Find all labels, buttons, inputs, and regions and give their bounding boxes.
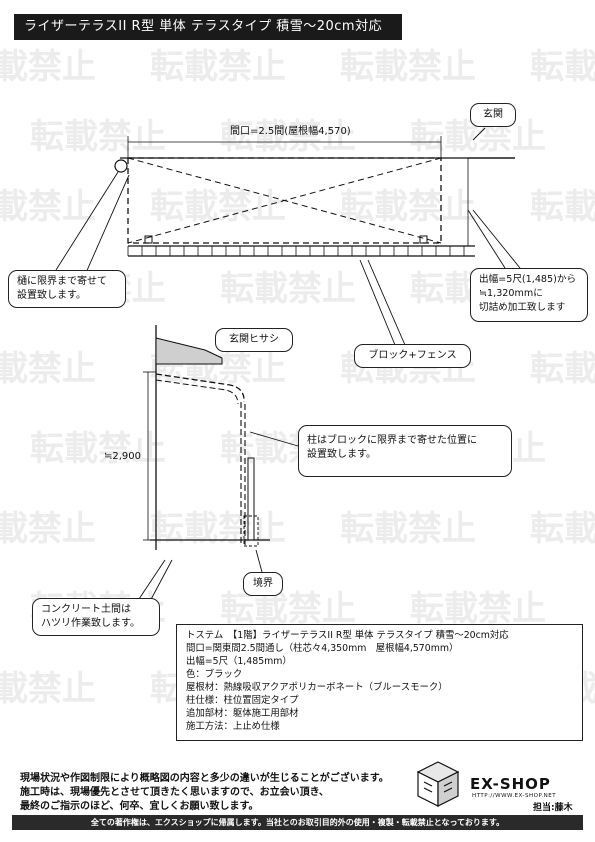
gutter-note-line-2: 設置致します。 [17,290,86,301]
block-joints [127,246,465,256]
ex-shop-logo-icon [416,761,460,807]
person-in-charge: 担当:藤木 [533,803,573,813]
watermark-text: 転載禁止 [220,269,356,309]
gutter-symbol [114,159,128,173]
gutter-note-line-1: 樋に限界まで寄せて [17,276,107,287]
page-title: ライザーテラスII R型 単体 テラスタイプ 積雪〜20cm対応 [14,14,402,40]
watermark-text: 転載禁止 [530,509,595,549]
post-footing [243,515,259,547]
watermark-text: 転載禁止 [530,349,595,389]
spec-line-method: 施工方法：上止め仕様 [186,721,280,732]
watermark-text: 転載禁止 [340,509,476,549]
canopy-callout: 玄関ヒサシ [215,328,293,352]
post-right-plan [419,235,428,244]
watermark-text: 転載禁止 [340,187,476,227]
spec-line-roof-material: 屋根材：熱線吸収アクアポリカーボネート（ブルースモーク） [186,682,448,693]
height-dimension-label: ≒2,900 [104,451,142,462]
section-view [143,325,270,550]
spec-box: トステム 【1階】ライザーテラスII R型 単体 テラスタイプ 積雪〜20cm対… [176,624,583,741]
spec-line-product: トステム 【1階】ライザーテラスII R型 単体 テラスタイプ 積雪〜20cm対… [186,630,509,641]
watermark-text: 転載禁止 [150,47,286,87]
projection-note-line-1: 出幅=5尺(1,485)から [479,274,577,285]
copyright-footer: 全ての著作権は、エクスショップに帰属します。当社とのお取引目的外の使用・複製・転… [12,815,583,830]
roof-outline [127,157,442,244]
roof-section [155,373,245,403]
spec-line-width: 間口=関東間2.5間通し（柱芯々4,350mm 屋根幅4,570mm） [186,643,459,654]
boundary-callout: 境界 [243,572,283,596]
watermark-text: 転載禁止 [30,429,166,469]
boundary-label: 境界 [253,578,273,589]
entrance-label: 玄関 [483,109,503,120]
concrete-note-line-2: ハツリ作業致します。 [41,618,140,629]
canopy-label: 玄関ヒサシ [229,334,279,345]
watermark-text: 転載禁止 [0,187,96,227]
note-line-3: 最終のご指示のほど、何卒、宜しくお願い致します。 [20,801,259,812]
gutter-callout: 樋に限界まで寄せて 設置致します。 [8,270,126,308]
watermark-text: 転載禁止 [340,47,476,87]
spec-line-color: 色：ブラック [186,669,243,680]
block-fence-label: ブロック+フェンス [368,350,457,361]
logo-url[interactable]: HTTP://WWW.EX-SHOP.NET [472,793,557,799]
post-left-plan [144,235,153,244]
site-notes: 現場状況や作図制限により概略図の内容と多少の違いが生じることがございます。 施工… [20,772,389,814]
watermark-text: 転載禁止 [410,589,546,629]
block-fence-callout: ブロック+フェンス [354,344,471,368]
post-note-line-2: 設置致します。 [307,449,376,460]
watermark-text: 転載禁止 [30,117,166,157]
concrete-callout: コンクリート土間は ハツリ作業致します。 [32,598,160,636]
watermark-text: 転載禁止 [0,509,96,549]
watermark-text: 転載禁止 [0,669,96,709]
entrance-callout: 玄関 [470,103,516,127]
watermark-text: 転載禁止 [530,187,595,227]
projection-note-line-2: ≒1,320mmに [479,288,543,299]
width-dimension-label: 間口=2.5間(屋根幅4,570) [230,126,351,137]
note-line-2: 施工時は、現場優先とさせて頂きたく思いますので、お立会い頂き、 [20,787,329,798]
watermark-text: 転載禁止 [220,589,356,629]
post-note-line-1: 柱はブロックに限界まで寄せた位置に [307,435,477,446]
projection-callout: 出幅=5尺(1,485)から ≒1,320mmに 切詰め加工致します [470,268,588,322]
block-wall-section [247,457,255,541]
watermark-text: 転載禁止 [0,47,96,87]
logo-name: EX-SHOP [470,775,551,793]
spec-line-extra-parts: 追加部材：躯体施工用部材 [186,708,299,719]
note-line-1: 現場状況や作図制限により概略図の内容と多少の違いが生じることがございます。 [20,773,389,784]
concrete-note-line-1: コンクリート土間は [41,604,131,615]
watermark-text: 転載禁止 [150,509,286,549]
post-callout: 柱はブロックに限界まで寄せた位置に 設置致します。 [298,425,512,477]
spec-line-projection: 出幅=5尺（1,485mm） [186,656,292,667]
watermark-text: 転載禁止 [150,187,286,227]
watermark-text: 転載禁止 [530,47,595,87]
roof-diagonal-2 [127,157,442,244]
plan-view [114,136,515,257]
projection-note-line-3: 切詰め加工致します [479,302,566,313]
watermark-text: 転載禁止 [220,117,356,157]
spec-line-post: 柱仕様：柱位置固定タイプ [186,695,299,706]
watermark-text: 転載禁止 [0,349,96,389]
entrance-canopy [155,337,223,365]
